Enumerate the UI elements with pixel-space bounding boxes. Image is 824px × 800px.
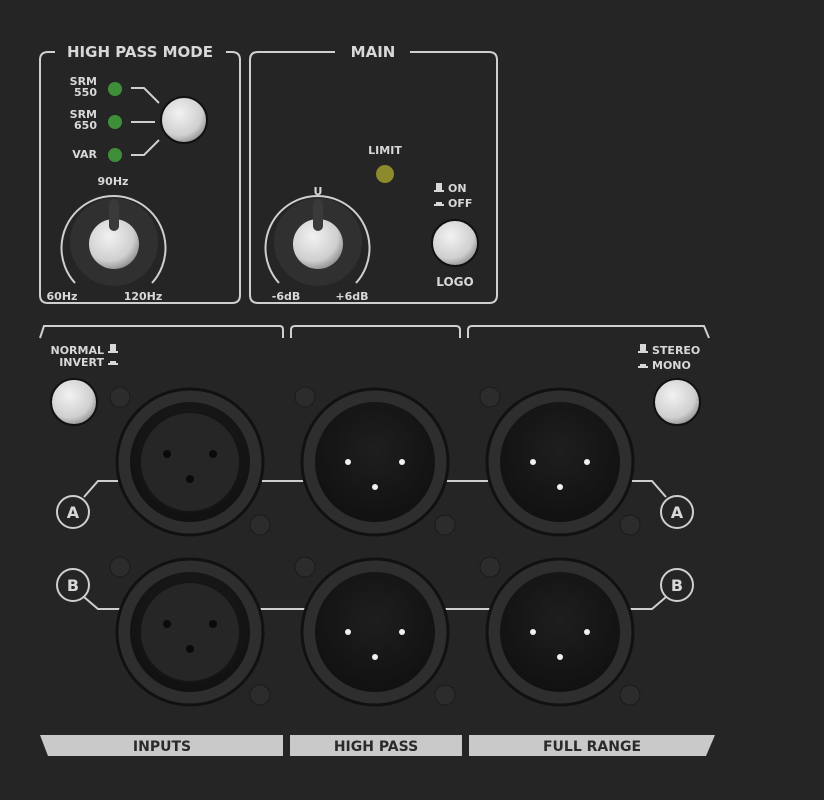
xlr-pin <box>557 654 563 660</box>
svg-text:A: A <box>671 503 684 522</box>
main-title: MAIN <box>351 43 396 61</box>
main-level-knob[interactable] <box>274 198 362 286</box>
xlr-male-high-pass-out-b[interactable] <box>300 557 450 707</box>
screw-icon <box>249 514 271 536</box>
screw-icon <box>294 556 316 578</box>
xlr-pin <box>530 629 536 635</box>
main-knob-scale-arc <box>264 195 371 284</box>
xlr-pin <box>399 459 405 465</box>
high-pass-frequency-knob[interactable] <box>70 198 158 286</box>
main-knob-label-unity: U <box>314 185 323 198</box>
xlr-pin-hole <box>209 450 217 458</box>
xlr-pin-hole <box>209 620 217 628</box>
inputs-label-bar <box>40 735 283 756</box>
switch-out-icon <box>436 202 442 205</box>
xlr-male-full-range-out-b[interactable] <box>485 557 635 707</box>
main-section: MAIN LIMIT U -6dB +6dB ON OFF LOGO <box>249 43 498 304</box>
mode-label-srm650-line2: 650 <box>74 119 97 132</box>
switch-in-icon <box>436 183 442 191</box>
mode-label-srm550-line2: 550 <box>74 86 97 99</box>
screw-icon <box>434 514 456 536</box>
logo-off-label: OFF <box>448 197 472 210</box>
switch-out-icon <box>110 361 116 364</box>
led-srm550 <box>108 82 122 96</box>
switch-in-icon <box>640 344 646 352</box>
invert-label: INVERT <box>59 356 104 369</box>
xlr-pin-hole <box>186 475 194 483</box>
xlr-pin <box>345 459 351 465</box>
switch-in-icon <box>110 344 116 352</box>
screw-icon <box>109 556 131 578</box>
xlr-pin <box>399 629 405 635</box>
hp-knob-label-90hz: 90Hz <box>98 175 129 188</box>
limit-led <box>376 165 394 183</box>
screw-icon <box>619 514 641 536</box>
mode-label-srm550-line1: SRM <box>70 75 97 88</box>
stereo-label: STEREO <box>652 344 700 357</box>
screw-icon <box>479 386 501 408</box>
svg-text:A: A <box>67 503 80 522</box>
mode-label-var: VAR <box>72 148 97 161</box>
hp-knob-label-120hz: 120Hz <box>124 290 163 303</box>
logo-on-label: ON <box>448 182 467 195</box>
svg-text:B: B <box>671 576 683 595</box>
screw-icon <box>434 684 456 706</box>
stereo-mono-button[interactable] <box>653 378 701 426</box>
high-pass-mode-section: HIGH PASS MODE SRM 550 SRM 650 VAR 90Hz … <box>39 43 241 304</box>
xlr-pin <box>530 459 536 465</box>
high-pass-label: HIGH PASS <box>334 739 418 755</box>
xlr-pin <box>584 459 590 465</box>
xlr-female-input-a[interactable] <box>115 387 265 537</box>
xlr-pin <box>557 484 563 490</box>
hp-knob-scale-arc <box>60 195 167 284</box>
channel-b-badge-right: B <box>660 568 694 602</box>
main-knob-label-max: +6dB <box>335 290 368 303</box>
limit-label: LIMIT <box>368 144 402 157</box>
main-knob-label-min: -6dB <box>272 290 300 303</box>
xlr-pin <box>372 484 378 490</box>
mode-connector-lines <box>131 87 160 156</box>
channel-a-badge-left: A <box>56 495 90 529</box>
svg-text:B: B <box>67 576 79 595</box>
xlr-pin <box>345 629 351 635</box>
screw-icon <box>479 556 501 578</box>
hp-knob-label-60hz: 60Hz <box>47 290 78 303</box>
xlr-pin <box>584 629 590 635</box>
high-pass-mode-button[interactable] <box>160 96 208 144</box>
screw-icon <box>619 684 641 706</box>
xlr-pin-hole <box>186 645 194 653</box>
logo-button[interactable] <box>431 219 479 267</box>
channel-a-badge-right: A <box>660 495 694 529</box>
screw-icon <box>109 386 131 408</box>
xlr-female-input-b[interactable] <box>115 557 265 707</box>
xlr-male-full-range-out-a[interactable] <box>485 387 635 537</box>
led-srm650 <box>108 115 122 129</box>
switch-out-icon <box>640 364 646 367</box>
normal-label: NORMAL <box>51 344 105 357</box>
full-range-label: FULL RANGE <box>543 739 641 755</box>
xlr-male-high-pass-out-a[interactable] <box>300 387 450 537</box>
full-range-label-bar <box>469 735 715 756</box>
screw-icon <box>249 684 271 706</box>
mono-label: MONO <box>652 359 691 372</box>
polarity-button[interactable] <box>50 378 98 426</box>
xlr-pin-hole <box>163 620 171 628</box>
inputs-bracket <box>39 325 284 339</box>
screw-icon <box>294 386 316 408</box>
logo-label: LOGO <box>436 275 473 289</box>
xlr-pin <box>372 654 378 660</box>
high-pass-label-bar <box>290 735 462 756</box>
xlr-pin-hole <box>163 450 171 458</box>
high-pass-mode-title: HIGH PASS MODE <box>67 43 213 61</box>
channel-b-badge-left: B <box>56 568 90 602</box>
high-pass-bracket <box>290 325 461 338</box>
full-range-bracket <box>467 325 710 339</box>
mode-label-srm650-line1: SRM <box>70 108 97 121</box>
led-var <box>108 148 122 162</box>
inputs-label: INPUTS <box>133 739 191 755</box>
